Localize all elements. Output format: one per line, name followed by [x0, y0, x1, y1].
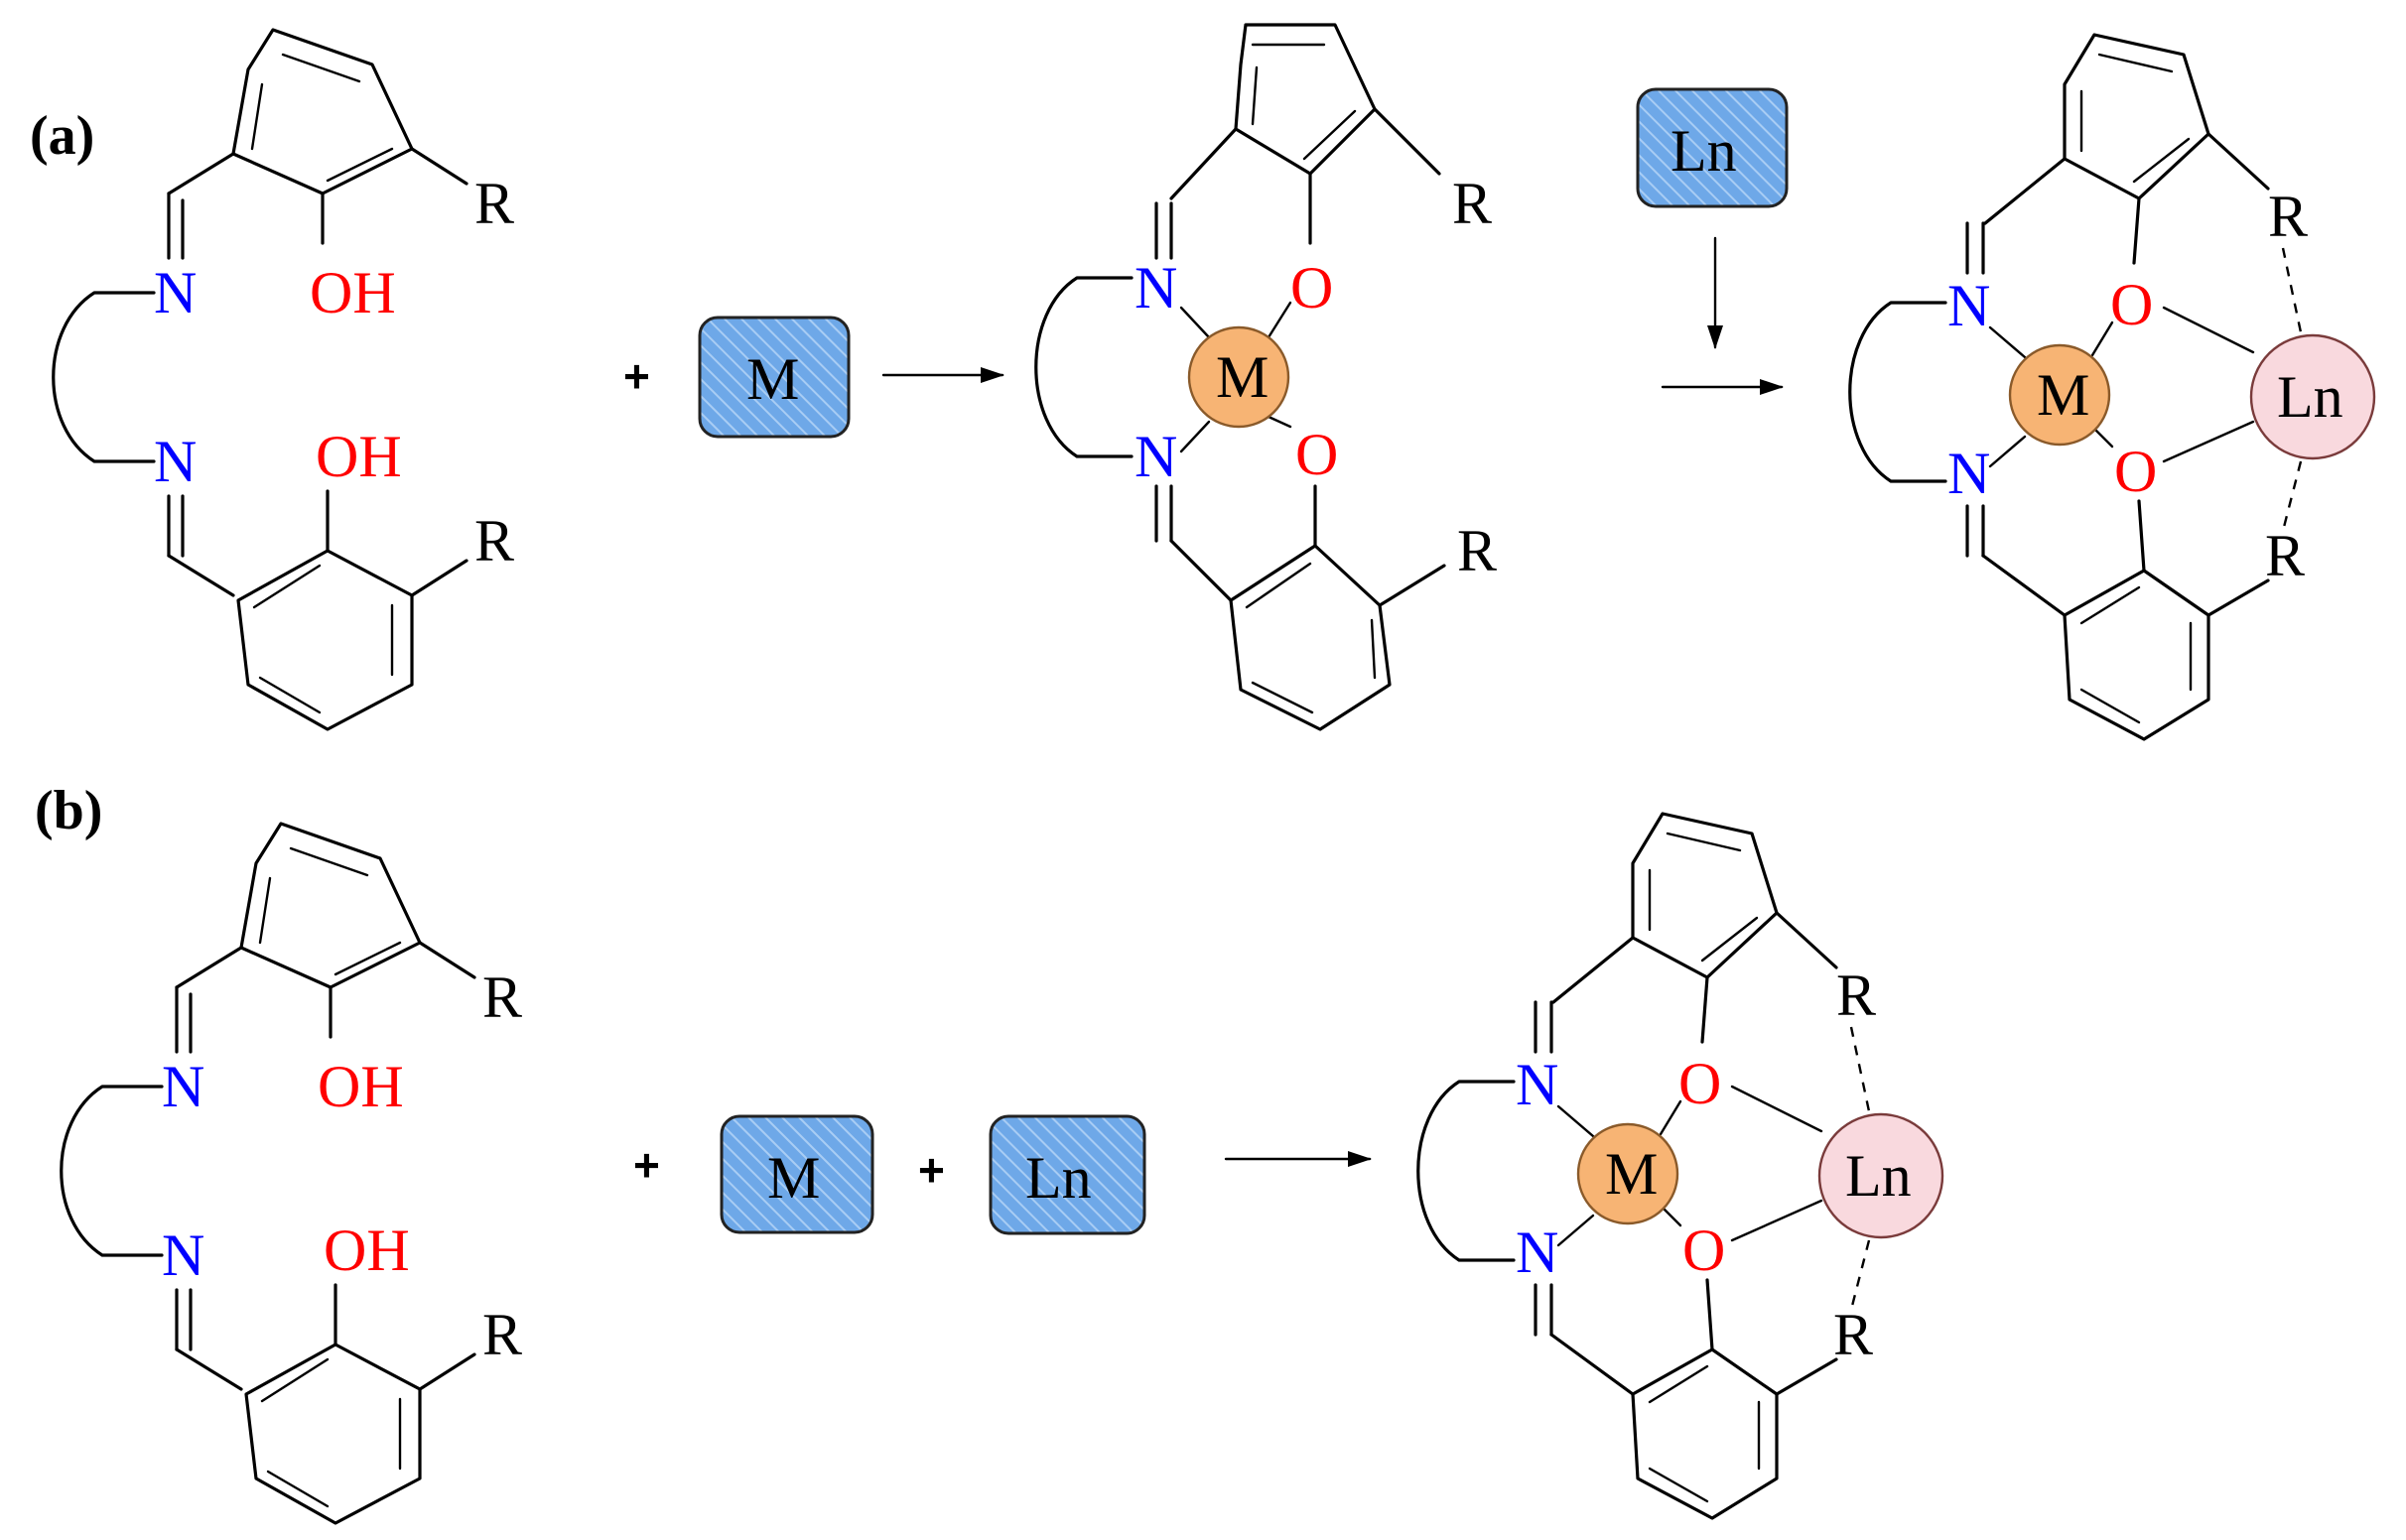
- reagent-ln-box: Ln: [989, 1114, 1146, 1235]
- panel-b-label: (b): [35, 780, 102, 841]
- reagent-ln-label: Ln: [1671, 118, 1737, 184]
- reagent-ln-box: Ln: [1636, 87, 1789, 208]
- reagent-ln-label: Ln: [1025, 1145, 1092, 1211]
- plus-sign: +: [633, 1139, 660, 1191]
- reagent-m-box: M: [698, 316, 851, 439]
- heteronuclear-complex-b: [1416, 812, 1944, 1520]
- plus-sign: +: [918, 1144, 945, 1196]
- mononuclear-complex: [1034, 23, 1499, 731]
- reagent-m-label: M: [746, 346, 799, 412]
- free-ligand-a: [52, 28, 516, 731]
- reagent-m-box: M: [720, 1114, 874, 1234]
- plus-sign: +: [623, 350, 650, 402]
- reagent-m-label: M: [767, 1145, 820, 1211]
- heteronuclear-complex-a: [1848, 33, 2376, 741]
- free-ligand-b: [60, 822, 524, 1525]
- panel-a-label: (a): [30, 105, 94, 167]
